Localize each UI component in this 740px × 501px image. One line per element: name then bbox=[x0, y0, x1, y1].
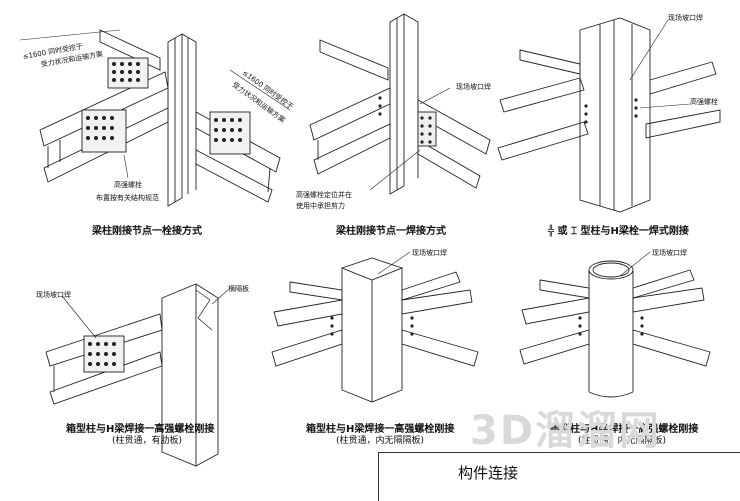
caption-detail-6-sub: (柱贯通，内无隔隔板) bbox=[578, 436, 667, 446]
title-text: 构件连接 bbox=[458, 464, 519, 482]
caption-detail-3: ╬ 或 ⌶ 型柱与H梁栓一焊式刚接 bbox=[548, 222, 689, 237]
caption-detail-2: 梁柱刚接节点一焊接方式 bbox=[336, 226, 446, 237]
bolt-group bbox=[86, 62, 242, 142]
note-d2-bolt2: 使用中承担剪力 bbox=[296, 202, 345, 210]
note-d6-weld: 现场坡口焊 bbox=[652, 249, 687, 257]
caption-detail-4-sub: (柱贯通，有肋板) bbox=[112, 436, 183, 446]
caption-detail-5-sub: (柱贯通，内无隔隔板) bbox=[336, 436, 425, 446]
note-d2-weld: 现场坡口焊 bbox=[456, 83, 491, 91]
caption-detail-6: 圆型柱与H梁焊接一高强螺栓刚接 bbox=[550, 424, 699, 435]
watermark: 3D溜溜网 bbox=[470, 408, 662, 454]
detail-3-cross-column bbox=[497, 17, 721, 213]
note-d4-rib: 横隔板 bbox=[228, 285, 249, 293]
note-d2-bolt: 高强螺栓定位并在 bbox=[296, 191, 352, 199]
note-d4-weld: 现场坡口焊 bbox=[36, 291, 71, 299]
detail-5-box-column-4way bbox=[271, 251, 479, 403]
caption-detail-1: 梁柱刚接节点一栓接方式 bbox=[92, 226, 202, 237]
note-d1-bolt2: 布置按有关结构规范 bbox=[96, 194, 159, 202]
title-block bbox=[378, 452, 740, 501]
caption-detail-3-symbol: ╬ 或 ⌶ bbox=[548, 226, 577, 237]
caption-detail-4: 箱型柱与H梁焊接一高强螺栓刚接 bbox=[66, 424, 215, 435]
detail-4-box-column bbox=[45, 283, 229, 467]
note-d5-weld: 现场坡口焊 bbox=[412, 249, 447, 257]
note-d3-weld: 现场坡口焊 bbox=[668, 14, 703, 22]
detail-2-welded-joint bbox=[309, 13, 491, 195]
note-d1-bolt: 高强螺栓 bbox=[114, 181, 142, 189]
note-d3-bolt: 高强螺栓 bbox=[690, 98, 718, 106]
detail-1-bolted-joint bbox=[19, 29, 291, 207]
caption-detail-5: 箱型柱与H梁焊接一高强螺栓刚接 bbox=[306, 424, 455, 435]
detail-6-round-column-4way bbox=[519, 251, 711, 398]
caption-detail-3-text: 型柱与H梁栓一焊式刚接 bbox=[580, 226, 689, 237]
